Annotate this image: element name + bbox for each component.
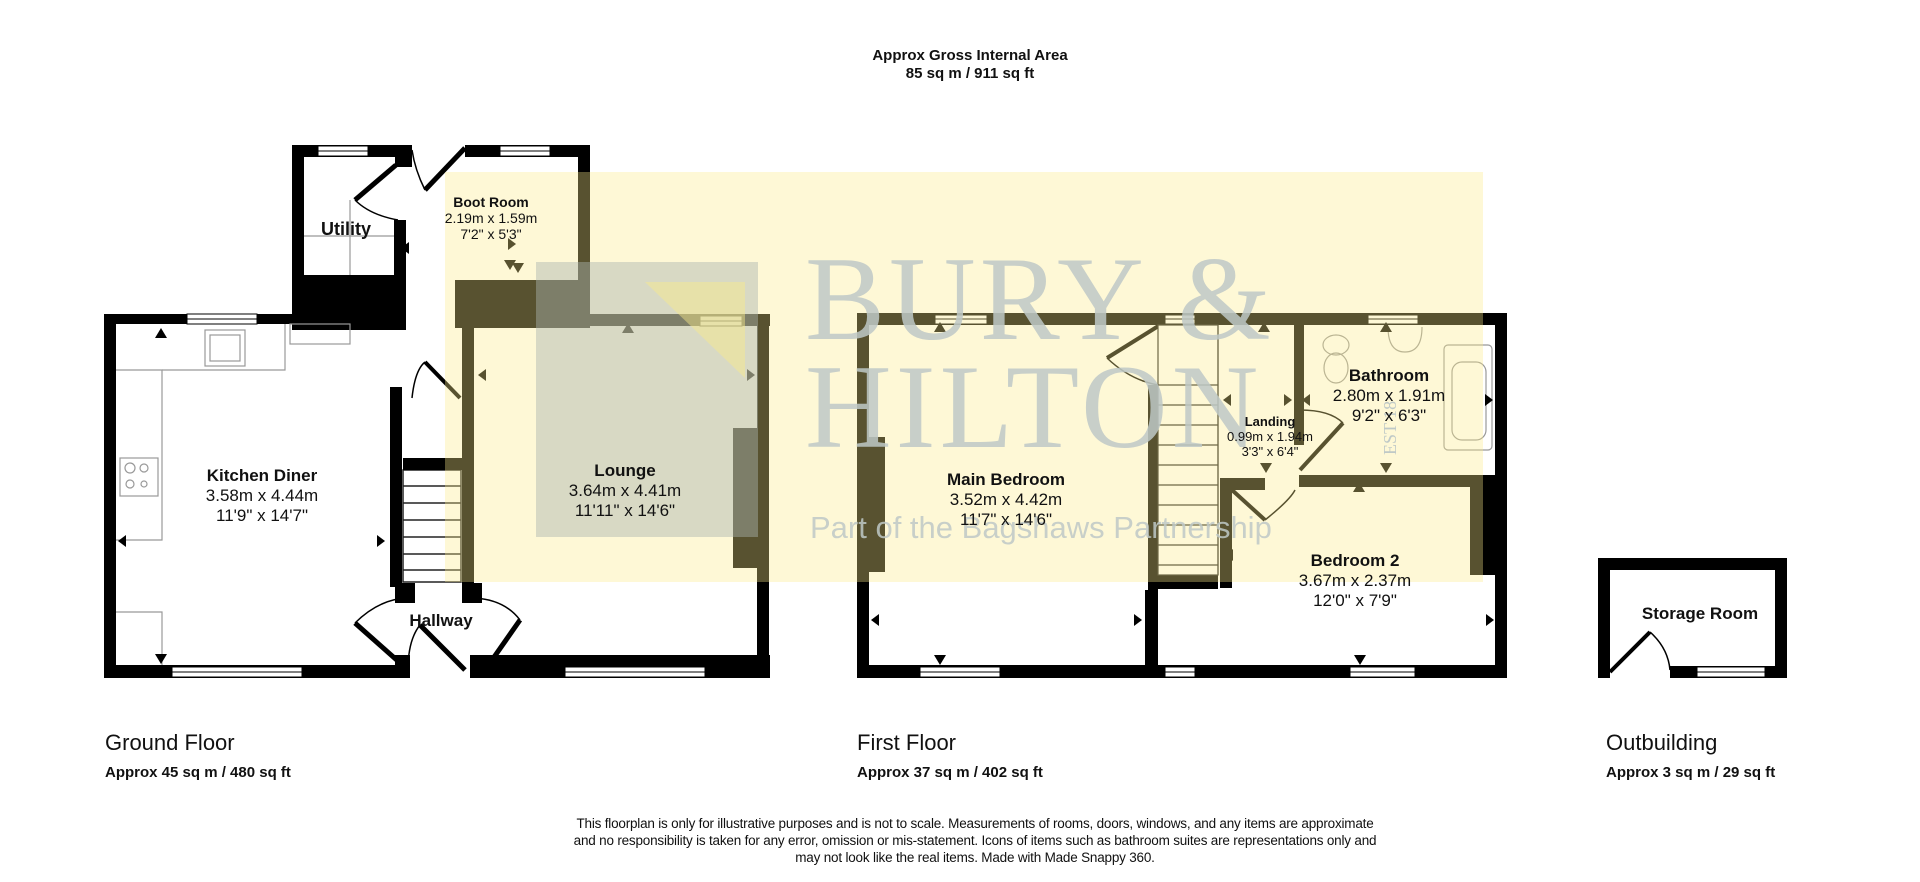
measurement-arrows (118, 238, 1494, 665)
toilet-icon (1322, 334, 1350, 356)
first-floor-plan (857, 313, 1507, 678)
floor-area-ground: Approx 45 sq m / 480 sq ft (105, 764, 291, 781)
floor-name-outbuilding: Outbuilding (1606, 730, 1718, 755)
watermark-text: BURY & HILTON (805, 232, 1275, 473)
room-lounge: Lounge 3.64m x 4.41m 11'11" x 14'6" (568, 461, 682, 520)
stairs-ground (402, 458, 463, 583)
kitchen-fittings (116, 200, 394, 665)
sink-icon (204, 329, 246, 367)
ground-floor-plan (104, 145, 770, 678)
gross-area-label: Approx Gross Internal Area (872, 47, 1068, 64)
room-main-bedroom: Main Bedroom 3.52m x 4.42m 11'7" x 14'6" (946, 470, 1066, 529)
watermark (445, 172, 1483, 582)
floor-area-first: Approx 37 sq m / 402 sq ft (857, 764, 1043, 781)
room-utility: Utility (320, 219, 372, 239)
windows-first (919, 314, 1419, 678)
floor-area-outbuilding: Approx 3 sq m / 29 sq ft (1606, 764, 1776, 781)
windows-ground (171, 145, 743, 678)
floor-name-ground: Ground Floor (105, 730, 235, 755)
disclaimer: This floorplan is only for illustrative … (500, 815, 1450, 866)
floor-name-first: First Floor (857, 730, 956, 755)
stairs-first (1157, 324, 1219, 576)
disclaimer-line1: This floorplan is only for illustrative … (576, 816, 1374, 831)
room-bedroom-2: Bedroom 2 3.67m x 2.37m 12'0" x 7'9" (1298, 551, 1412, 610)
room-storage-room: Storage Room (1641, 604, 1759, 623)
basin-icon (1387, 326, 1423, 353)
room-bathroom: Bathroom 2.80m x 1.91m 9'2" x 6'3" (1332, 366, 1446, 425)
disclaimer-line2: and no responsibility is taken for any e… (573, 833, 1377, 848)
windows-outbuilding (1696, 666, 1766, 678)
disclaimer-line3: may not look like the real items. Made w… (795, 850, 1155, 865)
watermark-tagline: Part of the Bagshaws Partnership (810, 510, 1272, 545)
room-hallway: Hallway (409, 611, 473, 630)
gross-area-value: 85 sq m / 911 sq ft (905, 65, 1035, 82)
room-landing: Landing 0.99m x 1.94m 3'3" x 6'4" (1227, 414, 1313, 459)
watermark-line1: BURY & (805, 232, 1275, 365)
bath-icon (1443, 344, 1493, 451)
gross-area-title: Approx Gross Internal Area 85 sq m / 911… (0, 47, 1920, 83)
room-boot-room: Boot Room 2.19m x 1.59m 7'2" x 5'3" (444, 194, 538, 242)
watermark-line2: HILTON (805, 340, 1263, 473)
room-kitchen-diner: Kitchen Diner 3.58m x 4.44m 11'9" x 14'7… (205, 466, 319, 525)
hob-icon (119, 457, 159, 497)
